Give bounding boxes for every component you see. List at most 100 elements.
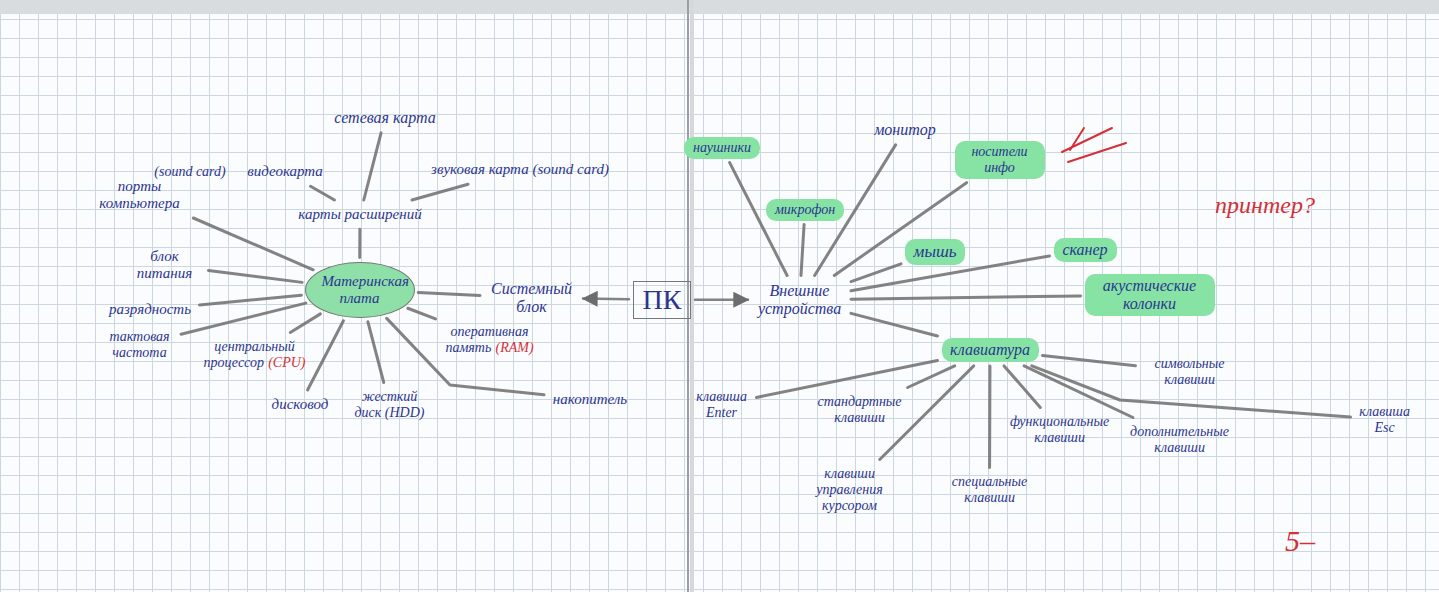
branch-line — [412, 184, 468, 200]
node-text: дисковод — [272, 396, 329, 412]
leaf-node: оперативная память(RAM) — [440, 322, 540, 358]
branch-node: Системный блок — [484, 278, 579, 319]
branch-line — [387, 318, 544, 394]
branch-line — [193, 218, 313, 270]
branch-line — [408, 308, 436, 319]
branch-line — [851, 264, 901, 282]
leaf-node: клавиша Enter — [691, 387, 753, 423]
highlighted-node: микрофон — [766, 199, 844, 221]
node-text: ПК — [643, 284, 682, 315]
leaf-node: порты компьютера — [90, 176, 190, 215]
node-text: дополнительные клавиши — [1130, 424, 1229, 455]
arrow-connector — [583, 297, 629, 300]
branch-line — [851, 296, 1081, 299]
leaf-node: тактовая частота — [102, 327, 177, 363]
teacher-note: принтер? — [1215, 192, 1315, 218]
node-text: звуковая карта (sound card) — [431, 161, 609, 177]
leaf-node: монитор — [870, 119, 941, 141]
branch-line — [368, 322, 384, 383]
root-box: ПК — [633, 281, 691, 319]
grade-mark: 5– — [1285, 524, 1315, 557]
branch-line — [290, 314, 320, 333]
node-text: Внешние устройства — [758, 282, 841, 317]
page-top-edge — [0, 0, 1439, 14]
branch-line — [311, 186, 335, 200]
leaf-node: стандартные клавиши — [812, 392, 907, 428]
leaf-node: дополнительные клавиши — [1122, 422, 1237, 458]
branch-line — [801, 225, 804, 276]
arrow-connector — [695, 298, 748, 301]
node-text: монитор — [874, 121, 936, 138]
node-text: Системный блок — [491, 280, 572, 315]
branch-line — [988, 366, 991, 468]
node-text: Материнская плата — [322, 273, 410, 306]
highlighted-node: наушники — [684, 137, 760, 159]
branch-line — [1024, 366, 1133, 418]
leaf-node: накопитель — [548, 389, 632, 410]
node-text: (CPU) — [268, 355, 305, 370]
node-text: сетевая карта — [334, 109, 435, 126]
branch-line — [209, 270, 303, 282]
branch-line — [200, 295, 302, 305]
node-text: стандартные клавиши — [817, 394, 901, 425]
leaf-node: символьные клавиши — [1140, 354, 1240, 390]
node-text: клавиша Enter — [696, 389, 747, 420]
branch-node: карты расширений — [294, 204, 427, 225]
highlighted-node: клавиатура — [942, 338, 1039, 362]
node-text: специальные клавиши — [952, 474, 1028, 505]
node-text: акустические колонки — [1103, 277, 1196, 312]
node-text: тактовая частота — [109, 329, 169, 360]
node-text: разрядность — [109, 301, 191, 317]
node-text: жесткий диск (HDD) — [355, 389, 425, 420]
leaf-node: жесткий диск (HDD) — [347, 387, 432, 423]
highlighted-node: носители инфо — [955, 141, 1045, 179]
branch-line — [1043, 355, 1136, 365]
node-text: наушники — [693, 140, 751, 155]
highlighted-node: сканер — [1054, 238, 1117, 262]
node-text: блок питания — [137, 248, 192, 281]
node-text: клавиша Esc — [1359, 404, 1410, 435]
node-text: сканер — [1062, 241, 1107, 258]
branch-line — [308, 321, 344, 390]
leaf-node: клавиша Esc — [1355, 402, 1415, 438]
node-text: видеокарта — [247, 163, 323, 179]
leaf-node: сетевая карта — [330, 107, 441, 129]
branch-line — [834, 183, 966, 276]
central-oval: Материнская плата — [305, 262, 415, 319]
highlighted-node: акустические колонки — [1085, 274, 1215, 317]
node-text: носители инфо — [971, 144, 1027, 175]
branch-line — [908, 366, 955, 388]
branch-line — [364, 133, 381, 200]
node-text: карты расширений — [298, 206, 421, 222]
node-text: клавиши управления курсором — [816, 466, 882, 513]
branch-line — [880, 366, 974, 460]
node-text: (RAM) — [496, 340, 534, 355]
node-text: порты компьютера — [99, 178, 179, 211]
branch-line — [181, 303, 306, 334]
leaf-node: клавиши управления курсором — [800, 464, 900, 516]
node-text: мышь — [914, 242, 957, 261]
branch-line — [851, 313, 938, 336]
leaf-node: блок питания — [125, 246, 205, 285]
node-text: накопитель — [553, 391, 627, 407]
branch-line — [418, 293, 480, 296]
highlighted-node: мышь — [905, 239, 965, 265]
leaf-node: разрядность — [105, 299, 196, 320]
leaf-node: звуковая карта (sound card) — [427, 159, 614, 180]
node-text: клавиатура — [950, 341, 1030, 358]
leaf-node: функциональные клавиши — [1004, 412, 1116, 448]
red-check-mark — [1068, 143, 1126, 162]
red-check-mark — [1070, 128, 1084, 150]
leaf-node: дисковод — [267, 394, 333, 415]
branch-line — [757, 360, 938, 397]
branch-line — [358, 229, 361, 257]
node-text: микрофон — [775, 202, 835, 217]
red-check-mark — [1062, 128, 1112, 152]
branch-node: Внешние устройства — [752, 280, 847, 321]
node-text: функциональные клавиши — [1010, 414, 1109, 445]
notebook-gutter — [687, 0, 689, 592]
leaf-node: центральный процессор(CPU) — [199, 337, 311, 373]
